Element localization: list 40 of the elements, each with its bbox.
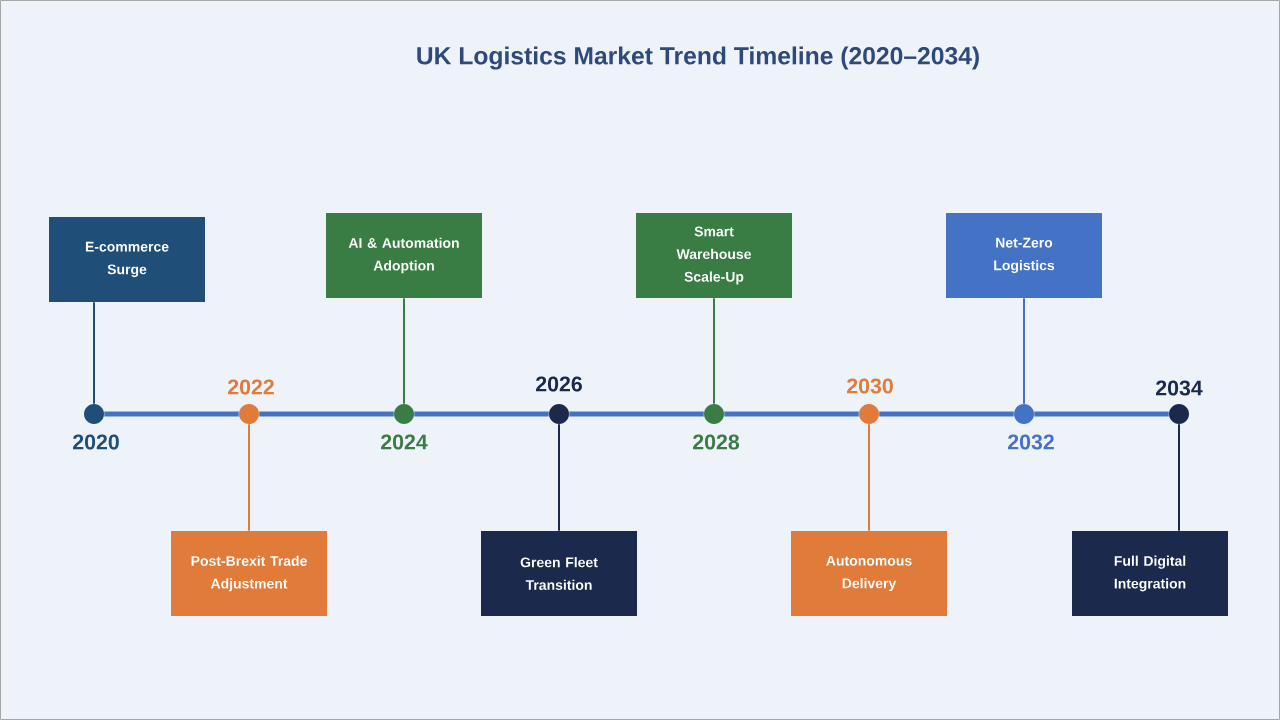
year-label: 2026 xyxy=(536,376,582,392)
event-box: AI & Automation Adoption xyxy=(326,213,482,298)
leader-line xyxy=(713,297,715,405)
timeline-dot xyxy=(704,404,724,424)
event-box: Autonomous Delivery xyxy=(791,531,947,616)
timeline-dot xyxy=(1169,404,1189,424)
title: UK Logistics Market Trend Timeline (2020–2034) xyxy=(417,46,979,70)
leader-line xyxy=(93,301,95,405)
year-label: 2030 xyxy=(847,378,893,394)
event-box: Full Digital Integration xyxy=(1072,531,1228,616)
timeline-line xyxy=(414,411,549,417)
leader-line xyxy=(403,297,405,405)
timeline-line xyxy=(569,411,704,417)
event-box: Green Fleet Transition xyxy=(481,531,637,616)
timeline-line xyxy=(1034,411,1169,417)
event-box: E-commerce Surge xyxy=(49,217,205,302)
timeline-line xyxy=(879,411,1014,417)
year-label: 2024 xyxy=(381,434,428,450)
year-label: 2020 xyxy=(73,434,119,450)
leader-line xyxy=(1023,297,1025,405)
event-box: Net-Zero Logistics xyxy=(946,213,1102,298)
timeline-dot xyxy=(239,404,259,424)
leader-line xyxy=(558,423,560,532)
timeline-dot xyxy=(394,404,414,424)
year-label: 2028 xyxy=(693,434,740,450)
year-label: 2022 xyxy=(228,379,274,395)
timeline-dot xyxy=(84,404,104,424)
event-box: Smart Warehouse Scale-Up xyxy=(636,213,792,298)
timeline-dot xyxy=(549,404,569,424)
leader-line xyxy=(868,423,870,532)
year-label: 2032 xyxy=(1008,434,1054,450)
timeline-line xyxy=(724,411,859,417)
timeline-dot xyxy=(859,404,879,424)
leader-line xyxy=(1178,423,1180,532)
leader-line xyxy=(248,423,250,532)
year-label: 2034 xyxy=(1156,380,1203,396)
timeline-dot xyxy=(1014,404,1034,424)
timeline-line xyxy=(259,411,394,417)
event-box: Post-Brexit Trade Adjustment xyxy=(171,531,327,616)
timeline-line xyxy=(104,411,239,417)
